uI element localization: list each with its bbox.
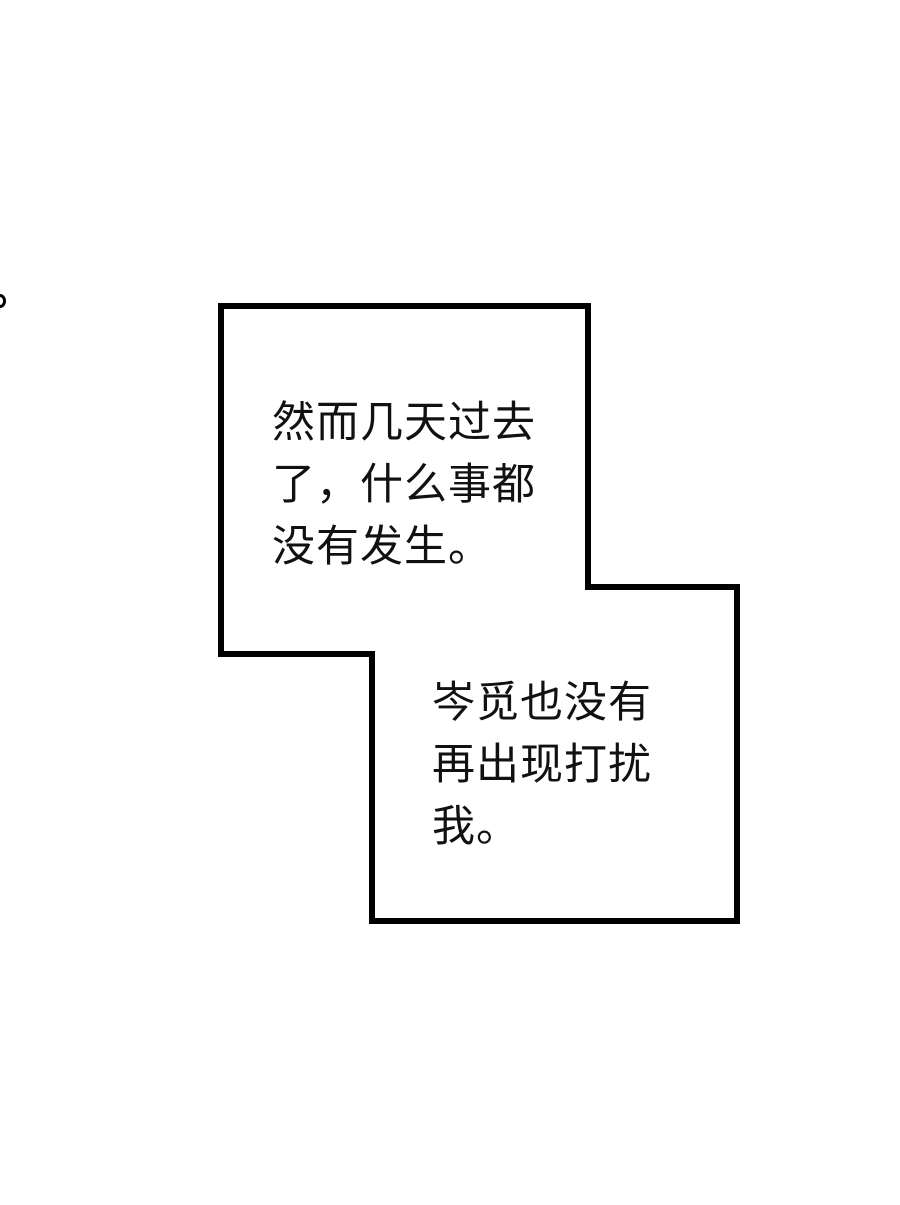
- caption-line: 再出现打扰: [432, 740, 652, 790]
- edge-speech-bubble-fragment: [0, 294, 6, 308]
- caption-line: 没有发生。: [272, 522, 492, 572]
- caption-line: 岑觅也没有: [432, 678, 652, 728]
- caption-line: 我。: [432, 802, 520, 852]
- caption-line: 了，什么事都: [272, 460, 536, 510]
- narration-caption-1: 然而几天过去 了，什么事都 没有发生。: [272, 392, 536, 578]
- caption-box-outline: [218, 303, 740, 924]
- narration-caption-2: 岑觅也没有 再出现打扰 我。: [432, 672, 652, 858]
- caption-line: 然而几天过去: [272, 398, 536, 448]
